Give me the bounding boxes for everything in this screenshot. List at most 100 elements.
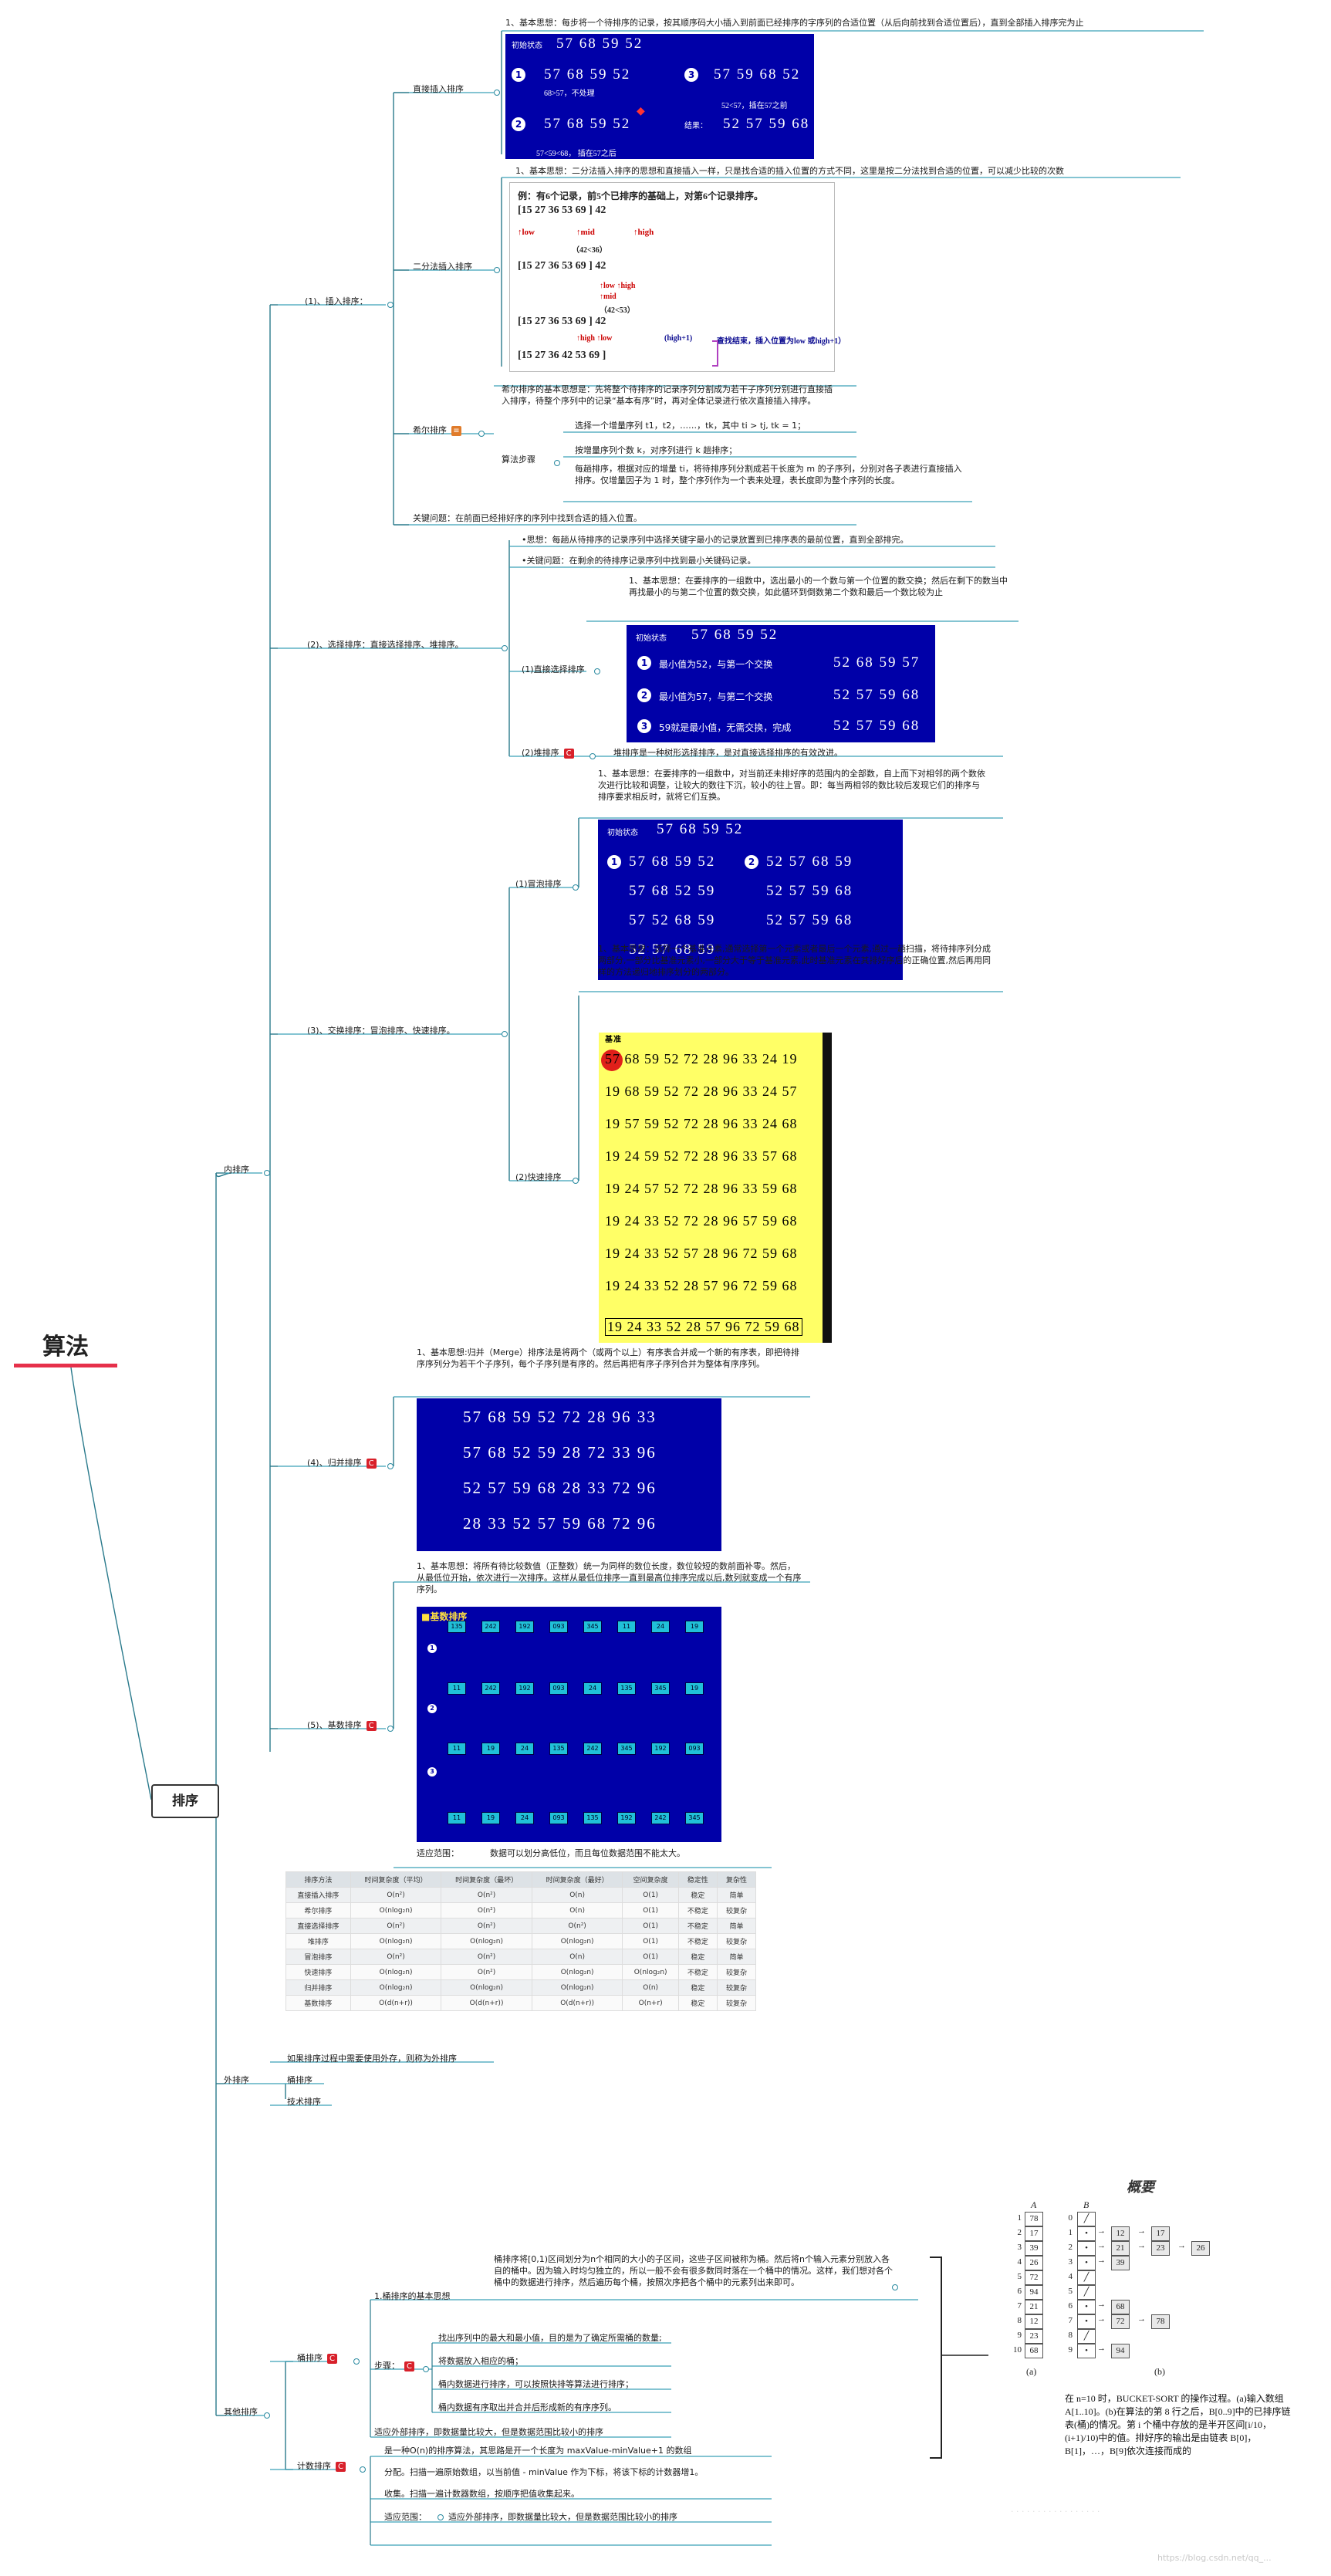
bubble-left-2: 57 68 52 59 [629, 883, 716, 899]
bubble-sort-node[interactable]: (1)冒泡排序 [515, 879, 562, 889]
bucket-list-node: 17 [1151, 2226, 1170, 2241]
external-bucket-node[interactable]: 桶排序 [287, 2075, 312, 2085]
table-cell: 稳定 [677, 1949, 718, 1965]
quick-sort-node[interactable]: (2)快速排序 [515, 1172, 562, 1182]
collapse-dot[interactable] [573, 1178, 579, 1184]
link-icon[interactable]: C [336, 2461, 346, 2472]
array-b-cell: • [1077, 2314, 1096, 2329]
bucket-steps-node[interactable]: 步骤：C [374, 2360, 414, 2371]
shell-sort-node[interactable]: 希尔排序≡ [413, 424, 461, 436]
quick-row-8: 19 24 33 52 28 57 96 72 59 68 [605, 1278, 798, 1293]
table-cell: 快速排序 [285, 1964, 351, 1980]
init-state-seq: 57 68 59 52 [657, 821, 744, 837]
collapse-dot[interactable] [387, 1463, 394, 1469]
link-icon[interactable]: C [366, 1720, 377, 1731]
collapse-dot[interactable] [264, 1170, 270, 1176]
counting-scope-text: 适应外部排序，即数据量比较大，但是数据范围比较小的排序 [448, 2512, 677, 2522]
bubble-right-3: 52 57 59 68 [766, 912, 853, 928]
radix-scope-node: 适应范围：数据可以划分高低位，而且每位数据范围不能太大。 [417, 1847, 685, 1859]
array-a-cell: 72 [1025, 2270, 1043, 2285]
init-state-label: 初始状态 [607, 829, 638, 837]
bucket-idea-node[interactable]: 1.桶排序的基本思想 [374, 2291, 451, 2301]
array-a-cell: 94 [1025, 2285, 1043, 2300]
selection-sort-node[interactable]: (2)、选择排序：直接选择排序、堆排序。 [307, 640, 464, 650]
other-sort-node[interactable]: 其他排序 [224, 2407, 258, 2417]
exchange-sort-node[interactable]: (3)、交换排序：冒泡排序、快速排序。 [307, 1026, 455, 1036]
link-icon[interactable]: C [563, 748, 574, 759]
init-state-seq: 57 68 59 52 [556, 35, 644, 52]
link-icon[interactable]: C [327, 2353, 337, 2364]
collapse-dot[interactable] [573, 884, 579, 891]
radix-cell: 093 [685, 1743, 704, 1755]
table-cell: 简单 [716, 1949, 757, 1965]
collapse-dot[interactable] [502, 1031, 508, 1037]
collapse-dot[interactable] [892, 2284, 898, 2290]
collapse-dot[interactable] [494, 90, 500, 96]
pivot-marker [601, 1050, 623, 1071]
internal-sort-node[interactable]: 内排序 [224, 1164, 249, 1175]
radix-cell: 345 [651, 1682, 670, 1695]
round-2-seq: 52 57 59 68 [833, 687, 921, 703]
direct-selection-node[interactable]: (1)直接选择排序 [522, 664, 585, 674]
collapse-dot[interactable] [423, 2366, 429, 2372]
caption-a: (a) [1026, 2366, 1037, 2377]
array-a-index: 8 [1017, 2316, 1022, 2325]
external-tech-node[interactable]: 技术排序 [287, 2097, 321, 2107]
shell-step-2: 按增量序列个数 k，对序列进行 k 趟排序； [575, 445, 738, 455]
table-cell: O(nlog₂n) [350, 1979, 442, 1996]
table-cell: 较复杂 [716, 1964, 757, 1980]
binary-insertion-node[interactable]: 二分法插入排序 [413, 262, 472, 272]
array-a-index: 10 [1013, 2345, 1022, 2355]
direct-insertion-node[interactable]: 直接插入排序 [413, 84, 464, 94]
example-title: 例：有6个记录，前5个已排序的基础上，对第6个记录排序。 [518, 191, 764, 201]
array-a-cell: 21 [1025, 2300, 1043, 2314]
high-low-pointer: ↑high ↑low [576, 334, 613, 343]
counting-item-1: 分配。扫描一遍原始数组，以当前值 - minValue 作为下标，将该下标的计数… [384, 2467, 704, 2477]
figure-caption: 在 n=10 时，BUCKET-SORT 的操作过程。(a)输入数组 A[1..… [1065, 2393, 1291, 2456]
insertion-sort-node[interactable]: (1)、插入排序： [305, 296, 368, 306]
arrow-right-icon: → [1137, 2314, 1146, 2324]
collapse-dot[interactable] [554, 460, 560, 466]
table-cell: 较复杂 [716, 1995, 757, 2011]
radix-pass-badge: 1 [427, 1644, 437, 1653]
link-icon[interactable]: C [366, 1458, 377, 1469]
external-sort-node[interactable]: 外排序 [224, 2075, 249, 2085]
collapse-dot[interactable] [360, 2466, 366, 2473]
radix-cell: 11 [448, 1812, 466, 1824]
table-cell: 不稳定 [677, 1918, 718, 1934]
collapse-dot[interactable] [478, 431, 485, 437]
step-3-badge: 3 [684, 68, 698, 82]
collapse-dot[interactable] [264, 2412, 270, 2419]
counting-desc: 是一种O(n)的排序算法，其思路是开一个长度为 maxValue-minValu… [384, 2446, 692, 2456]
sorting-node[interactable]: 排序 [151, 1784, 219, 1818]
collapse-dot[interactable] [594, 668, 600, 674]
root-title: 算法 [42, 1334, 89, 1360]
figure-title: 概要 [1127, 2179, 1154, 2195]
note-icon[interactable]: ≡ [451, 425, 461, 436]
quick-row-7: 19 24 33 52 57 28 96 72 59 68 [605, 1246, 798, 1261]
table-cell: O(n) [622, 1979, 679, 1996]
radix-sort-desc: 1、基本思想：将所有待比较数值（正整数）统一为同样的数位长度，数位较短的数前面补… [417, 1561, 802, 1594]
collapse-dot[interactable] [589, 753, 596, 759]
collapse-dot[interactable] [437, 2514, 444, 2520]
bucket-list-node: 68 [1111, 2300, 1130, 2314]
collapse-dot[interactable] [387, 302, 394, 308]
step-2-note: 57<59<68， 插在57之后 [536, 150, 617, 158]
shell-steps-node[interactable]: 算法步骤 [502, 455, 535, 465]
collapse-dot[interactable] [494, 267, 500, 273]
selection-idea: •思想：每趟从待排序的记录序列中选择关键字最小的记录放置到已排序表的最前位置，直… [522, 535, 909, 545]
pass-1-badge: 1 [607, 855, 621, 869]
link-icon[interactable]: C [404, 2361, 414, 2371]
direct-selection-desc: 1、基本思想：在要排序的一组数中，选出最小的一个数与第一个位置的数交换；然后在剩… [629, 576, 1008, 597]
collapse-dot[interactable] [387, 1726, 394, 1732]
bucket-list-node: 72 [1111, 2314, 1130, 2329]
radix-pass-badge: 2 [427, 1704, 437, 1713]
radix-cell: 242 [651, 1812, 670, 1824]
collapse-dot[interactable] [353, 2358, 360, 2365]
collapse-dot[interactable] [502, 645, 508, 651]
